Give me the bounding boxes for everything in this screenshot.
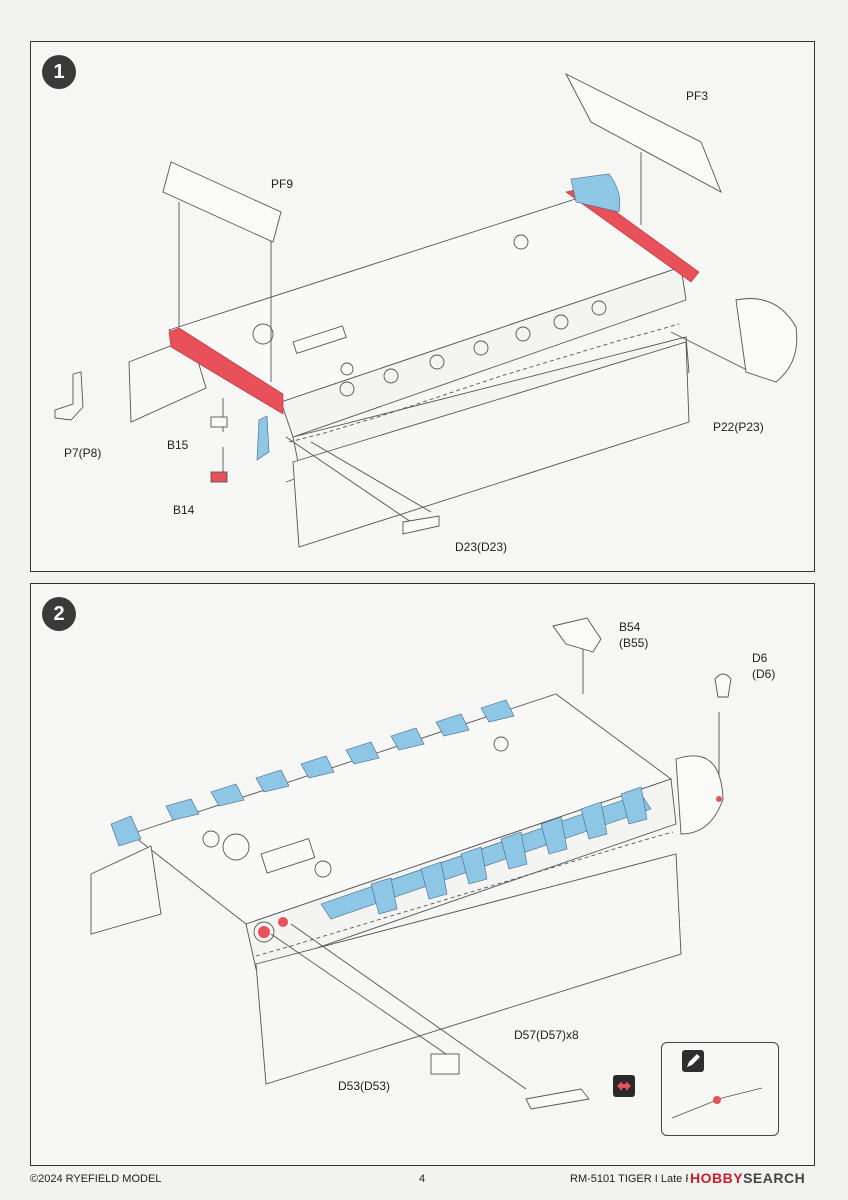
step-2-badge: 2 xyxy=(42,597,76,631)
label-d57: D57(D57)x8 xyxy=(514,1028,579,1042)
step-1-hull-drawing xyxy=(54,72,798,548)
pencil-icon xyxy=(682,1050,704,1072)
page-number: 4 xyxy=(419,1173,426,1185)
step-1-badge: 1 xyxy=(42,55,76,89)
label-b14: B14 xyxy=(173,503,195,517)
label-b54: B54 xyxy=(619,620,641,634)
watermark-logo: HOBBYSEARCH xyxy=(690,1170,805,1186)
label-pf3: PF3 xyxy=(686,89,709,103)
label-b55: (B55) xyxy=(619,636,649,650)
product-code: RM-5101 TIGER I Late Production w/ Full … xyxy=(570,1173,688,1185)
step-1-panel: 1 xyxy=(30,41,815,572)
label-b15: B15 xyxy=(167,438,189,452)
watermark-search: SEARCH xyxy=(743,1170,806,1186)
copyright-text: ©2024 RYEFIELD MODEL xyxy=(30,1173,162,1185)
label-p22-p23: P22(P23) xyxy=(713,420,764,434)
glue-hint-box xyxy=(661,1042,779,1136)
step-2-hull-drawing xyxy=(90,617,732,1110)
label-d6: D6 xyxy=(752,651,768,665)
label-pf9: PF9 xyxy=(271,177,294,191)
label-p7-p8: P7(P8) xyxy=(64,446,102,460)
label-d23: D23(D23) xyxy=(455,540,508,554)
watermark-brand: HOBBY xyxy=(690,1170,744,1186)
label-d6-alt: (D6) xyxy=(752,667,776,681)
step-2-panel: 2 xyxy=(30,583,815,1166)
swap-arrows-icon xyxy=(613,1075,635,1097)
label-d53: D53(D53) xyxy=(338,1079,391,1093)
